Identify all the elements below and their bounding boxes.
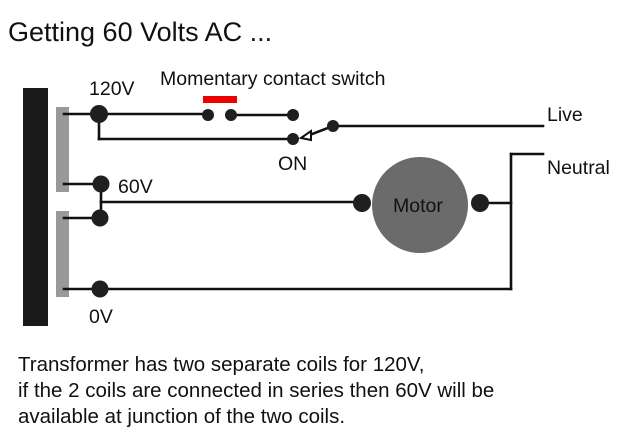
label-120v: 120V	[89, 78, 135, 100]
label-momentary-switch: Momentary contact switch	[160, 68, 385, 90]
label-0v: 0V	[89, 306, 113, 328]
momentary-switch-button[interactable]	[203, 96, 237, 103]
toggle-pivot	[327, 120, 339, 132]
note-line: if the 2 coils are connected in series t…	[18, 379, 495, 402]
label-60v: 60V	[118, 176, 153, 198]
node-60v	[92, 175, 110, 193]
note-line: Transformer has two separate coils for 1…	[18, 353, 425, 376]
label-neutral: Neutral	[547, 157, 610, 179]
label-live: Live	[547, 104, 583, 126]
toggle-contact-on	[287, 133, 299, 145]
motor-label: Motor	[393, 195, 443, 217]
node-0v	[91, 280, 109, 298]
toggle-switch-arrowhead	[298, 129, 312, 142]
motor-body	[372, 157, 468, 253]
motor-terminal-right	[471, 194, 489, 212]
momentary-contact-left	[202, 109, 214, 121]
toggle-contact-a	[287, 109, 299, 121]
motor-terminal-left	[353, 194, 371, 212]
explanation-note: Transformer has two separate coils for 1…	[18, 352, 494, 430]
label-on: ON	[278, 153, 307, 175]
coil-lower	[56, 211, 69, 297]
transformer-core	[23, 88, 48, 326]
momentary-contact-right	[225, 109, 237, 121]
coil-upper	[56, 107, 69, 192]
note-line: available at junction of the two coils.	[18, 405, 346, 428]
node-coil-lower-top	[91, 209, 109, 227]
node-120v	[90, 105, 108, 123]
diagram-title: Getting 60 Volts AC ...	[8, 17, 272, 47]
